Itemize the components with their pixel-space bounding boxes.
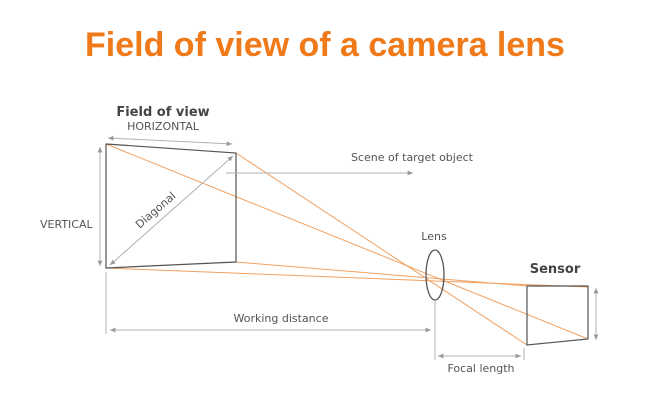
field-of-view-label: Field of view (116, 105, 209, 120)
page-title: Field of view of a camera lens (85, 26, 565, 64)
working-distance-label: Working distance (234, 312, 329, 325)
scene-label: Scene of target object (351, 151, 474, 164)
focal-length-label: Focal length (447, 362, 514, 375)
field-of-view-plane (105, 143, 237, 269)
sensor-shape (526, 285, 589, 346)
horizontal-label: HORIZONTAL (127, 120, 200, 133)
diagonal-arrow (109, 155, 234, 266)
sensor-label: Sensor (530, 262, 581, 277)
horizontal-arrow (107, 135, 233, 147)
light-rays (105, 143, 589, 346)
lens-label: Lens (421, 230, 447, 243)
vertical-label: VERTICAL (40, 218, 93, 231)
ray-top-right-to-sensor (235, 152, 528, 346)
ray-bottom-right-to-sensor (235, 261, 528, 287)
ray-bottom-left-to-sensor (105, 267, 589, 288)
